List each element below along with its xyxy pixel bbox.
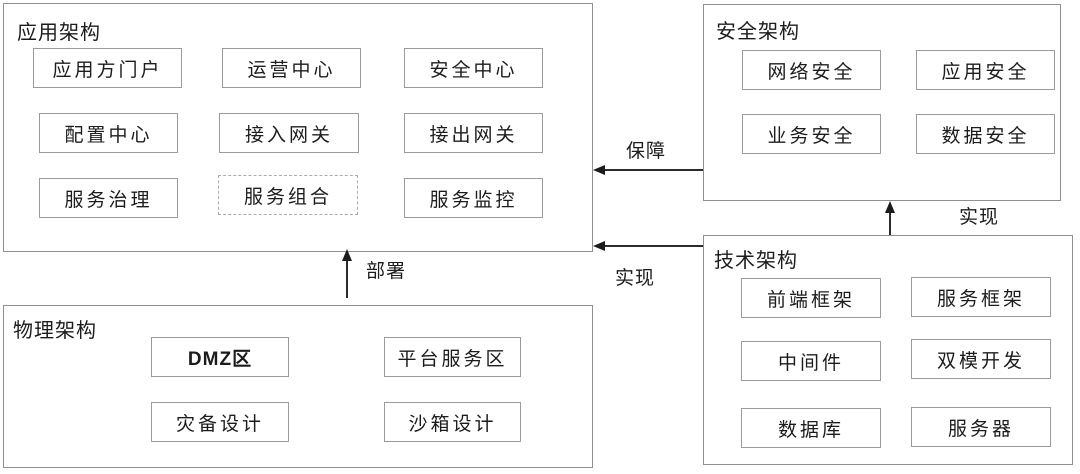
arrow-shixian-h-line (604, 245, 703, 247)
arrow-shixian-v-head-icon (885, 201, 895, 213)
arrow-shixian-v-line (889, 212, 891, 235)
arrow-baozhang-head-icon (593, 165, 605, 175)
box-app-portal: 应用方门户 (33, 48, 182, 88)
box-application-security: 应用安全 (916, 50, 1055, 90)
box-service-monitoring: 服务监控 (404, 178, 543, 218)
arrow-shixian-h-label: 实现 (615, 268, 656, 289)
box-dual-mode-dev: 双模开发 (911, 339, 1051, 379)
box-database: 数据库 (741, 408, 881, 448)
arrow-shixian-v-label: 实现 (959, 207, 1000, 228)
box-disaster-recovery: 灾备设计 (151, 402, 289, 442)
box-business-security: 业务安全 (742, 114, 881, 154)
arrow-bushu-label: 部署 (366, 261, 407, 282)
arrow-baozhang-line (604, 169, 703, 171)
arrow-bushu-head-icon (342, 249, 352, 261)
group-title-security: 安全架构 (716, 21, 800, 43)
box-service-governance: 服务治理 (39, 178, 178, 218)
box-operation-center: 运营中心 (222, 48, 361, 88)
group-application-architecture: 应用架构 应用方门户 运营中心 安全中心 配置中心 接入网关 接出网关 服务治理… (3, 3, 593, 252)
group-security-architecture: 安全架构 网络安全 应用安全 业务安全 数据安全 (703, 4, 1061, 201)
group-technology-architecture: 技术架构 前端框架 服务框架 中间件 双模开发 数据库 服务器 (703, 235, 1073, 465)
arrow-baozhang-label: 保障 (626, 141, 667, 162)
group-title-technology: 技术架构 (714, 250, 798, 272)
box-dmz-zone: DMZ区 (151, 337, 289, 377)
group-physical-architecture: 物理架构 DMZ区 平台服务区 灾备设计 沙箱设计 (3, 305, 593, 468)
box-frontend-framework: 前端框架 (741, 278, 881, 318)
box-server: 服务器 (911, 407, 1051, 447)
group-title-physical: 物理架构 (13, 320, 97, 342)
box-service-framework: 服务框架 (911, 277, 1051, 317)
box-platform-service-zone: 平台服务区 (384, 337, 521, 377)
box-data-security: 数据安全 (916, 114, 1055, 154)
box-service-composition: 服务组合 (218, 175, 358, 215)
box-middleware: 中间件 (741, 341, 881, 381)
box-outbound-gateway: 接出网关 (404, 113, 543, 153)
group-title-application: 应用架构 (17, 22, 101, 44)
arrow-bushu-line (346, 260, 348, 298)
arrow-shixian-h-head-icon (593, 241, 605, 251)
box-config-center: 配置中心 (39, 113, 178, 153)
box-inbound-gateway: 接入网关 (219, 113, 359, 153)
box-network-security: 网络安全 (742, 50, 881, 90)
box-sandbox-design: 沙箱设计 (384, 402, 521, 442)
box-security-center: 安全中心 (404, 48, 543, 88)
